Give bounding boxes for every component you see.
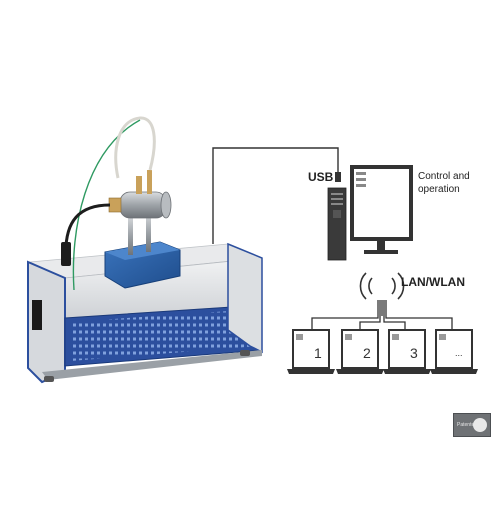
stage-top — [105, 242, 180, 260]
laptop-1 — [287, 329, 335, 374]
laptop-2 — [336, 329, 384, 374]
device-led-grid — [70, 309, 258, 361]
patented-badge: Patented — [453, 413, 491, 437]
cable-connector — [61, 242, 71, 266]
lan-wlan-label: LAN/WLAN — [401, 275, 465, 289]
experiment-device — [27, 116, 263, 384]
wireless-icon — [359, 272, 405, 300]
laptop-1-number: 1 — [314, 345, 322, 361]
device-foot-left — [44, 376, 54, 382]
pc-tower — [327, 187, 347, 261]
device-right-cap — [227, 242, 263, 354]
usb-label: USB — [308, 170, 334, 184]
laptop-3-number: 3 — [410, 345, 418, 361]
cable-white — [114, 116, 156, 179]
network-lines — [311, 300, 453, 330]
post-right — [146, 212, 151, 252]
device-foot-right — [240, 350, 250, 356]
patent-logo-icon — [473, 418, 487, 432]
laptop-2-number: 2 — [363, 345, 371, 361]
control-operation-label: Control and operation — [418, 171, 470, 195]
post-left — [128, 215, 133, 255]
patented-badge-text: Patented — [457, 422, 478, 428]
device-port — [32, 300, 42, 330]
probe-cylinder — [108, 170, 172, 219]
monitor — [350, 165, 413, 254]
laptop-more-number: ... — [455, 348, 463, 358]
usb-plug — [335, 172, 341, 182]
laptop-3 — [383, 329, 431, 374]
usb-cable — [212, 147, 339, 244]
cable-black — [64, 203, 111, 259]
laptop-more — [430, 329, 478, 374]
device-base — [42, 350, 262, 380]
